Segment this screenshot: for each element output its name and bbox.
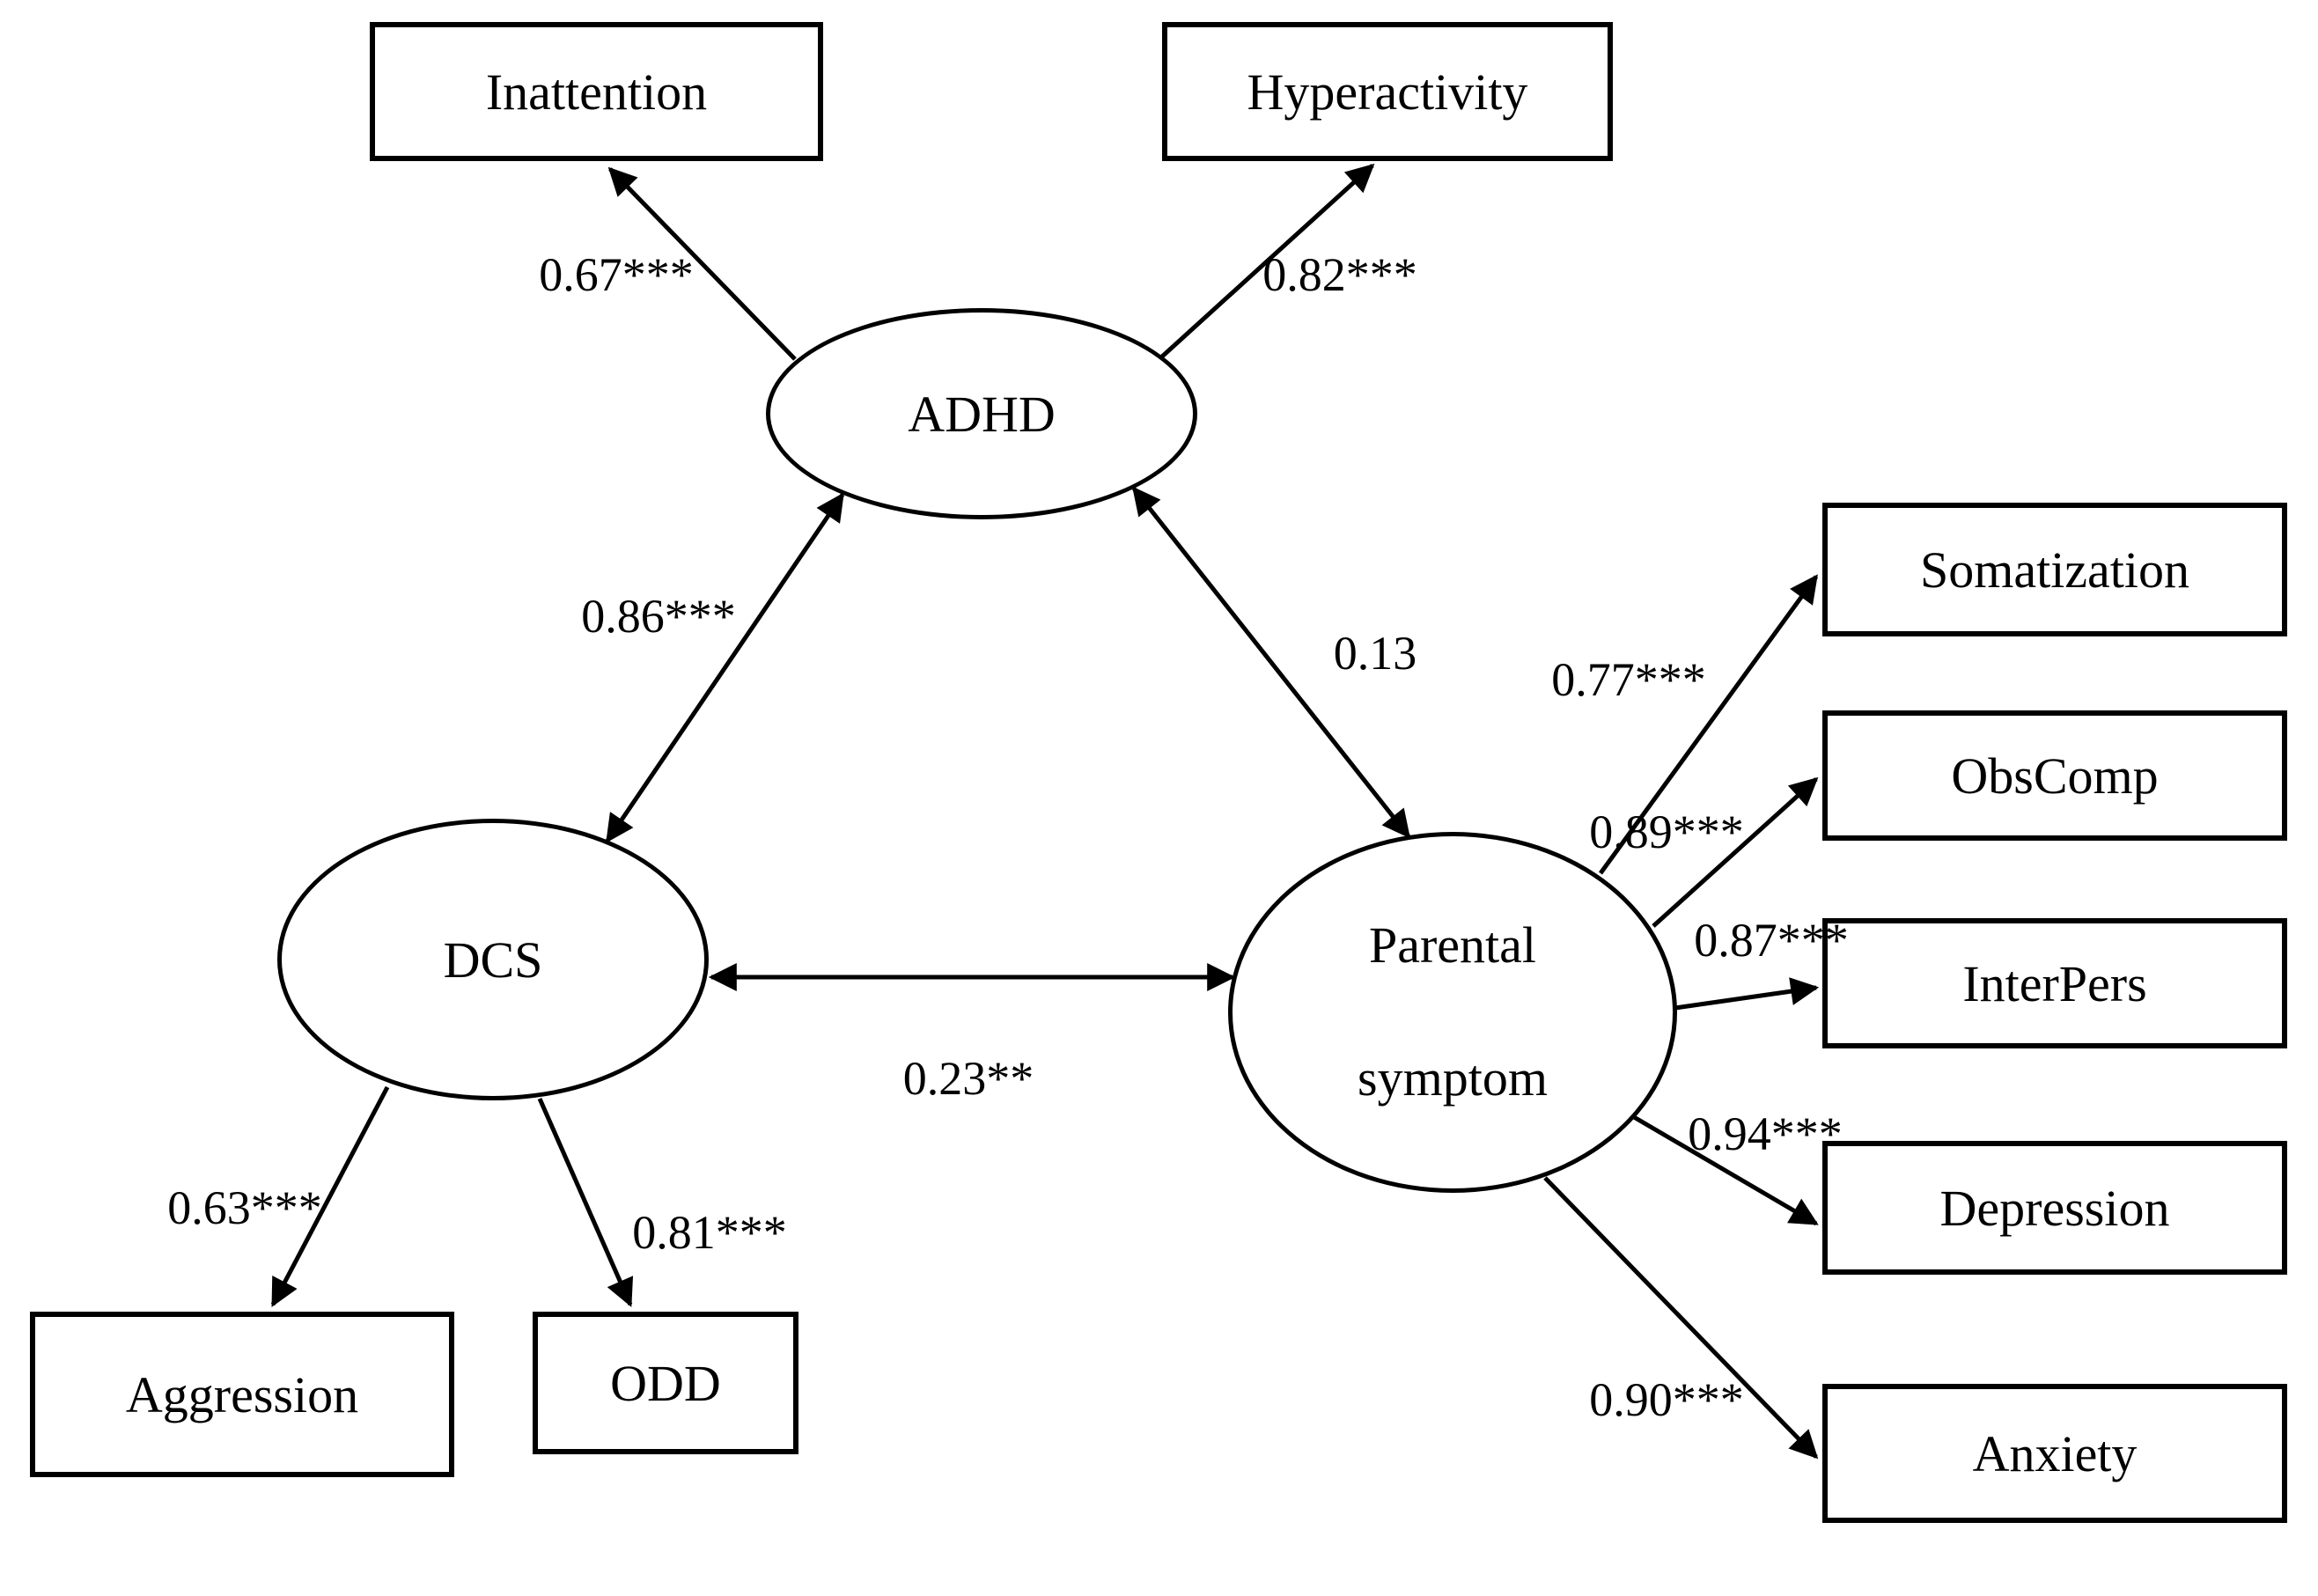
edge-parental-anxiety — [1543, 1176, 1819, 1460]
node-obscomp-label: ObsComp — [1951, 747, 2159, 805]
edge-parental-obscomp — [1652, 776, 1819, 928]
node-odd-label: ODD — [610, 1354, 721, 1412]
coef-adhd-inattention: 0.67*** — [539, 248, 694, 301]
node-parental-symptom: Parental symptom — [1228, 832, 1677, 1193]
node-parental-symptom-label: Parental symptom — [1358, 916, 1548, 1107]
node-odd: ODD — [533, 1312, 798, 1454]
node-inattention: Inattention — [370, 22, 823, 161]
coef-parental-interpers: 0.87*** — [1694, 914, 1849, 967]
node-interpers: InterPers — [1822, 918, 2287, 1048]
edge-dcs-aggression — [270, 1085, 390, 1307]
node-adhd-label: ADHD — [908, 385, 1056, 443]
coef-parental-somatization: 0.77*** — [1551, 653, 1706, 706]
edge-parental-somatization — [1598, 574, 1819, 875]
node-interpers-label: InterPers — [1962, 954, 2147, 1012]
coef-dcs-adhd: 0.86*** — [581, 590, 736, 643]
coef-dcs-odd: 0.81*** — [632, 1206, 787, 1259]
node-depression-label: Depression — [1939, 1179, 2170, 1237]
coef-adhd-hyperactivity: 0.82*** — [1262, 248, 1417, 301]
node-somatization: Somatization — [1822, 503, 2287, 636]
coef-parental-depression: 0.94*** — [1688, 1107, 1843, 1160]
node-hyperactivity: Hyperactivity — [1162, 22, 1613, 161]
node-adhd: ADHD — [766, 308, 1197, 519]
edge-adhd-inattention — [607, 166, 797, 361]
edge-dcs-odd — [537, 1097, 634, 1307]
coef-dcs-aggression: 0.63*** — [167, 1181, 322, 1234]
node-anxiety-label: Anxiety — [1972, 1424, 2138, 1482]
node-somatization-label: Somatization — [1919, 541, 2190, 599]
edge-dcs-adhd — [605, 492, 845, 843]
coef-parental-anxiety: 0.90*** — [1589, 1373, 1744, 1426]
node-hyperactivity-label: Hyperactivity — [1247, 63, 1528, 121]
edge-parental-depression — [1632, 1114, 1819, 1226]
node-dcs-label: DCS — [443, 930, 543, 989]
coef-parental-obscomp: 0.89*** — [1589, 805, 1744, 858]
edge-adhd-parental — [1132, 486, 1410, 839]
node-obscomp: ObsComp — [1822, 710, 2287, 841]
edge-parental-interpers — [1674, 977, 1820, 1011]
node-dcs: DCS — [277, 819, 709, 1100]
node-aggression-label: Aggression — [125, 1365, 359, 1423]
coef-dcs-parental: 0.23** — [902, 1052, 1034, 1105]
edge-adhd-hyperactivity — [1160, 163, 1375, 358]
node-inattention-label: Inattention — [485, 63, 708, 121]
node-anxiety: Anxiety — [1822, 1384, 2287, 1523]
node-depression: Depression — [1822, 1141, 2287, 1275]
node-aggression: Aggression — [30, 1312, 454, 1477]
coef-adhd-parental: 0.13 — [1333, 627, 1417, 680]
